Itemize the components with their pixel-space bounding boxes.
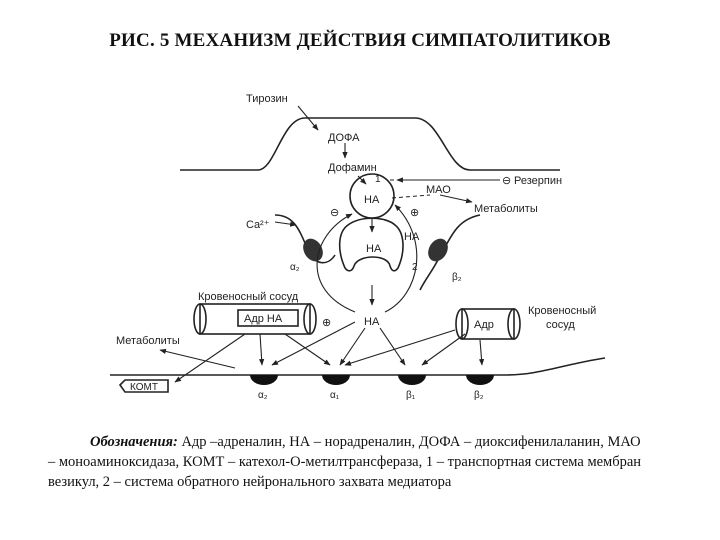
vesicle-outline	[338, 217, 404, 272]
label-calcium: Ca²⁺	[246, 219, 270, 231]
label-beta2-pre: β₂	[452, 272, 462, 283]
label-mark-1: 1	[375, 174, 381, 185]
terminal-left-wall	[274, 214, 336, 264]
label-reserpine: Резерпин	[514, 175, 562, 187]
vessel-left-end	[193, 303, 207, 335]
arrow-tyrosine-dopa	[297, 105, 319, 131]
postsynaptic-membrane	[110, 357, 606, 376]
receptor-beta2-post	[466, 375, 494, 385]
label-alpha2-pre: α₂	[290, 262, 300, 273]
label-dopamine: Дофамин	[328, 162, 377, 174]
label-blood-vessel-right-2: сосуд	[546, 319, 575, 331]
adr-ne-box	[237, 309, 299, 327]
axon-upper-outline	[180, 117, 560, 171]
label-adr: Адр	[474, 319, 494, 331]
arrow-vessel-alpha1	[284, 333, 331, 366]
arrow-cleft-feedback	[316, 213, 356, 313]
label-mark-2: 2	[412, 262, 418, 273]
label-blood-vessel-right-1: Кровеносный	[528, 305, 596, 317]
receptor-alpha1-post	[322, 375, 350, 385]
label-ne-cleft: НА	[364, 316, 380, 328]
label-receptor-beta2: β₂	[474, 390, 484, 401]
label-metabolites-right: Метаболиты	[474, 203, 538, 215]
arrow-mao-metab	[439, 194, 473, 204]
arrow-ca	[274, 221, 297, 227]
label-minus-2: ⊖	[502, 175, 511, 187]
label-komt: КОМТ	[130, 382, 158, 393]
label-ne-terminal: НА	[366, 243, 382, 255]
label-receptor-alpha2: α₂	[258, 390, 268, 401]
dashed-ne-mao	[391, 194, 431, 199]
label-mao: МАО	[426, 184, 451, 196]
arrow-to-metabolites	[159, 348, 236, 369]
arrow-adr-alpha1	[344, 329, 456, 366]
label-ne-reuptake: НА	[404, 231, 420, 243]
receptor-alpha2-post	[250, 375, 278, 385]
komt-pointer	[118, 379, 169, 393]
legend-block: Обозначения: Адр –адреналин, НА – норадр…	[48, 432, 648, 492]
label-receptor-beta1: β₁	[406, 390, 416, 401]
receptor-beta1-post	[398, 375, 426, 385]
label-ne-vesicle: НА	[364, 194, 380, 206]
legend-heading: Обозначения:	[90, 434, 178, 450]
label-minus-1: ⊖	[330, 207, 339, 219]
arrow-adr-beta1	[421, 333, 466, 366]
arrow-dopamine-ne	[357, 175, 367, 185]
legend-text: Адр –адреналин, НА – норадреналин, ДОФА …	[48, 434, 642, 490]
vessel-right-end	[507, 308, 521, 340]
label-adr-ne: Адр НА	[244, 313, 283, 325]
vessel-left-body	[199, 303, 311, 335]
label-metabolites-left: Метаболиты	[116, 335, 180, 347]
receptor-beta2-pre	[428, 238, 448, 262]
arrow-vessel-alpha2	[258, 333, 265, 366]
label-plus-2: ⊕	[322, 317, 331, 329]
label-receptor-alpha1: α₁	[330, 390, 340, 401]
figure-title: РИС. 5 МЕХАНИЗМ ДЕЙСТВИЯ СИМПАТОЛИТИКОВ	[109, 30, 611, 51]
arrow-ne-alpha1	[339, 327, 366, 366]
arrow-reuptake	[384, 204, 418, 313]
label-blood-vessel-left: Кровеносный сосуд	[198, 291, 299, 303]
label-plus-1: ⊕	[410, 207, 419, 219]
label-tyrosine: Тирозин	[246, 93, 288, 105]
arrow-ne-beta1	[379, 327, 406, 366]
label-dopa: ДОФА	[328, 132, 360, 144]
arrow-komt	[174, 333, 246, 383]
vessel-right-body	[461, 308, 515, 340]
arrow-adr-beta2	[478, 339, 485, 366]
arrow-ne-alpha2	[271, 321, 356, 366]
